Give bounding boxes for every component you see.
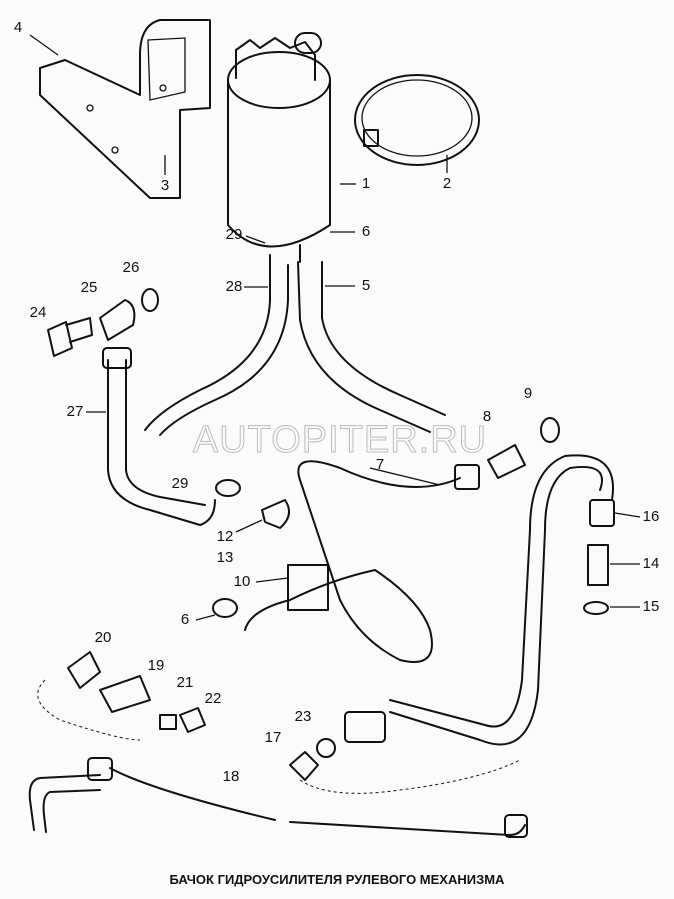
- diagram-caption: БАЧОК ГИДРОУСИЛИТЕЛЯ РУЛЕВОГО МЕХАНИЗМА: [169, 872, 505, 887]
- callout-24: 24: [30, 304, 47, 321]
- callout-12: 12: [217, 528, 234, 545]
- hose-5: [297, 261, 446, 433]
- reservoir-part: [227, 32, 331, 271]
- pipe-7: [244, 460, 461, 663]
- clamp-part: [354, 74, 480, 166]
- callout-14: 14: [643, 555, 660, 572]
- hose-28: [144, 264, 289, 436]
- callout-1: 1: [362, 175, 370, 192]
- callout-6: 6: [362, 223, 370, 240]
- callout-17: 17: [265, 729, 282, 746]
- callout-29: 29: [226, 226, 243, 243]
- callout-20: 20: [95, 629, 112, 646]
- callout-16: 16: [643, 508, 660, 525]
- pipe-18: [28, 767, 526, 836]
- callout-22: 22: [205, 690, 222, 707]
- callout-28: 28: [226, 278, 243, 295]
- callout-10: 10: [234, 573, 251, 590]
- callout-18: 18: [223, 768, 240, 785]
- callout-7: 7: [376, 456, 384, 473]
- callout-13: 13: [217, 549, 234, 566]
- callout-labels: 4 3 1 2 29 6 26 25 24 28 5 9 8 27 7 29 1…: [14, 19, 660, 785]
- callout-9: 9: [524, 385, 532, 402]
- callout-21: 21: [177, 674, 194, 691]
- callout-6b: 6: [181, 611, 189, 628]
- callout-8: 8: [483, 408, 491, 425]
- callout-25: 25: [81, 279, 98, 296]
- pipe-27: [107, 359, 216, 526]
- callout-15: 15: [643, 598, 660, 615]
- callout-3: 3: [161, 177, 169, 194]
- callout-29b: 29: [172, 475, 189, 492]
- callout-2: 2: [443, 175, 451, 192]
- callout-23: 23: [295, 708, 312, 725]
- watermark: AUTOPITER.RU: [193, 419, 487, 461]
- callout-5: 5: [362, 277, 370, 294]
- callout-4: 4: [14, 19, 22, 36]
- callout-27: 27: [67, 403, 84, 420]
- callout-19: 19: [148, 657, 165, 674]
- callout-26: 26: [123, 259, 140, 276]
- hose-16: [389, 454, 614, 746]
- bracket-part: [39, 19, 211, 199]
